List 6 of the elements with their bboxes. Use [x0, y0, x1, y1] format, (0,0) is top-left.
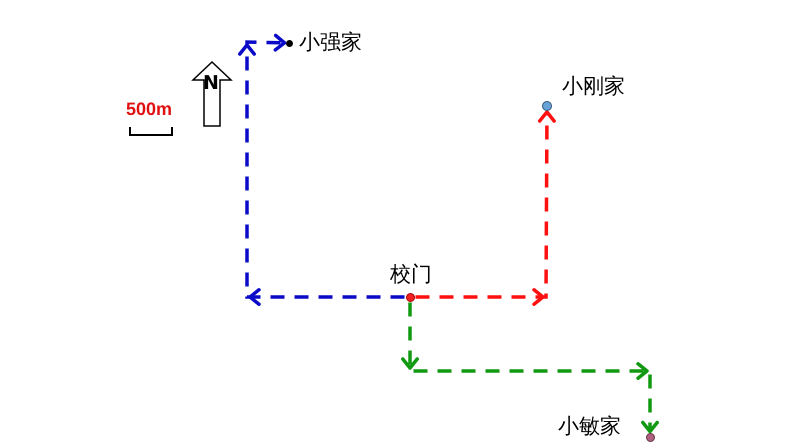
compass-label: N [203, 74, 219, 93]
place-label: 小敏家 [558, 416, 621, 437]
place-label: 小强家 [299, 32, 362, 53]
scale-label: 500m [126, 100, 172, 118]
place-label: 校门 [390, 264, 432, 285]
place-label: 小刚家 [562, 76, 625, 97]
